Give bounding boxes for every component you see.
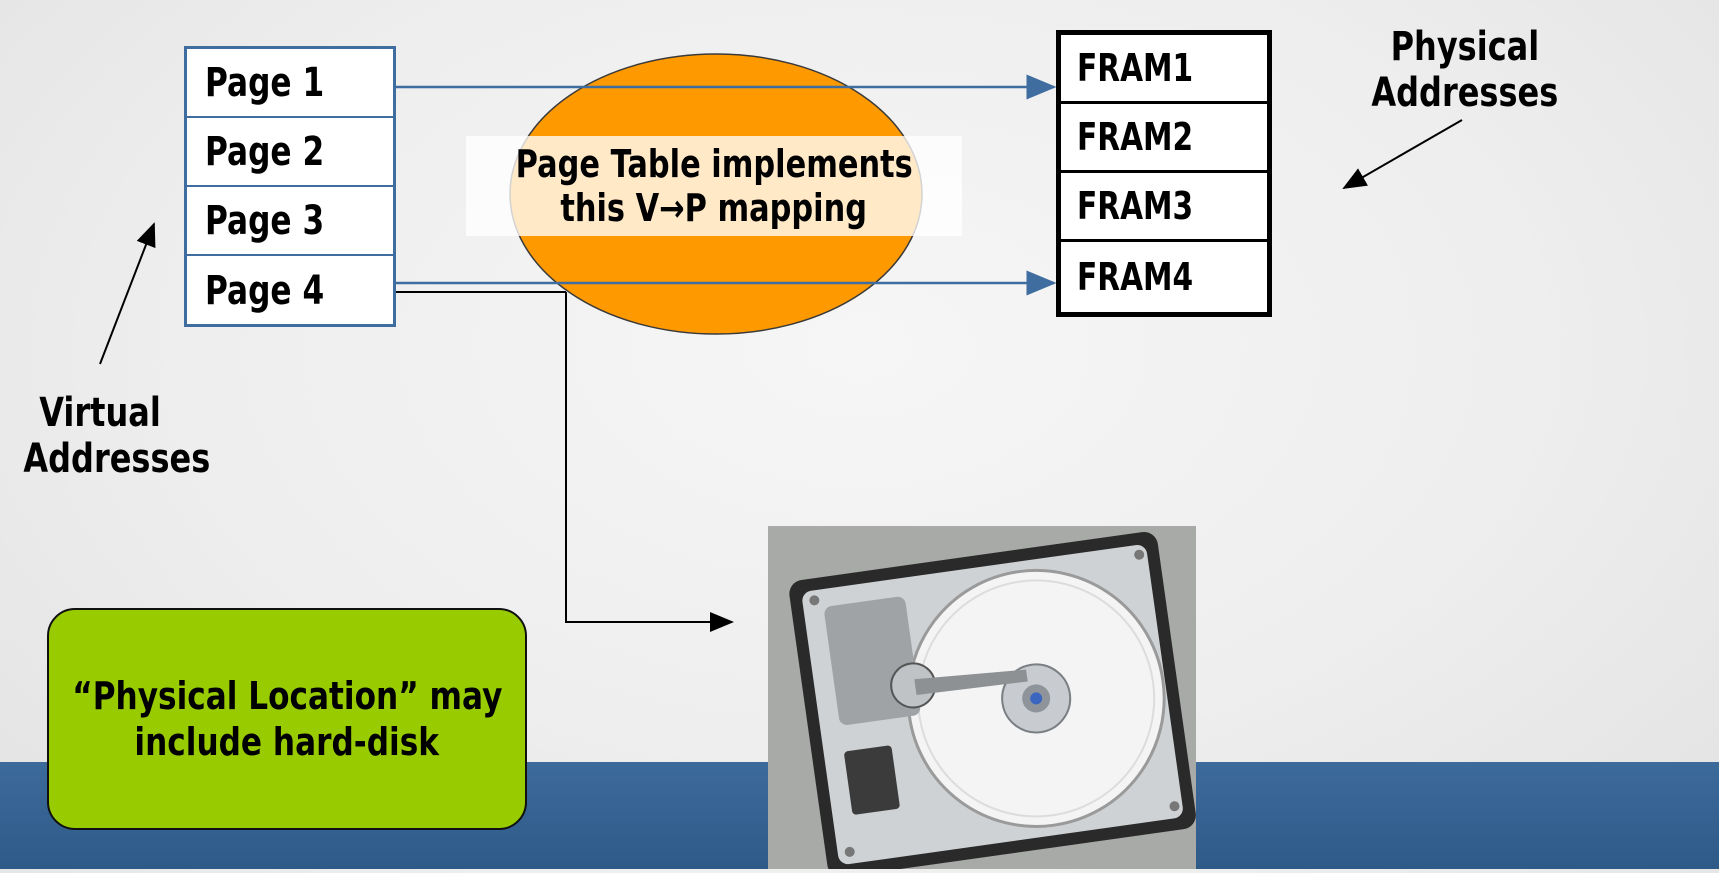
page-table-line1: Page Table implements (515, 142, 913, 186)
hard-disk-image (768, 526, 1196, 873)
page-label: Page 3 (205, 197, 325, 244)
frame-label: FRAM1 (1077, 46, 1194, 90)
frame-label: FRAM4 (1077, 254, 1194, 299)
physical-frame-table: FRAM1 FRAM2 FRAM3 FRAM4 (1056, 30, 1272, 317)
frame-label: FRAM2 (1077, 115, 1194, 159)
page-label: Page 1 (205, 59, 325, 106)
physical-addresses-arrow (1342, 119, 1463, 189)
hard-disk-icon (789, 531, 1196, 873)
page4-to-disk-arrow (565, 292, 734, 632)
page-cell: Page 4 (187, 256, 393, 325)
page-table-line2: this V→P mapping (560, 186, 868, 230)
virtual-label-line2: Addresses (23, 436, 211, 482)
page-label: Page 2 (205, 128, 325, 175)
virtual-label-line1: Virtual (39, 390, 161, 436)
frame-cell: FRAM1 (1061, 35, 1267, 104)
page-cell: Page 1 (187, 49, 393, 118)
frame-label: FRAM3 (1077, 184, 1194, 228)
page-cell: Page 3 (187, 187, 393, 256)
frame-cell: FRAM2 (1061, 104, 1267, 173)
page-cell: Page 2 (187, 118, 393, 187)
physical-location-note: “Physical Location” may include hard-dis… (47, 608, 527, 830)
note-line1: “Physical Location” may (71, 674, 503, 718)
physical-addresses-label: Physical Addresses (1340, 24, 1590, 116)
frame-cell: FRAM4 (1061, 242, 1267, 311)
frame-cell: FRAM3 (1061, 173, 1267, 242)
virtual-addresses-label: Virtual Addresses (0, 390, 210, 482)
physical-label-line1: Physical (1390, 24, 1540, 70)
page-table-label: Page Table implements this V→P mapping (466, 136, 962, 236)
physical-label-line2: Addresses (1371, 70, 1559, 116)
virtual-addresses-arrow (99, 222, 156, 365)
note-line2: include hard-disk (134, 720, 440, 764)
page-label: Page 4 (205, 267, 325, 314)
virtual-page-table: Page 1 Page 2 Page 3 Page 4 (184, 46, 396, 327)
